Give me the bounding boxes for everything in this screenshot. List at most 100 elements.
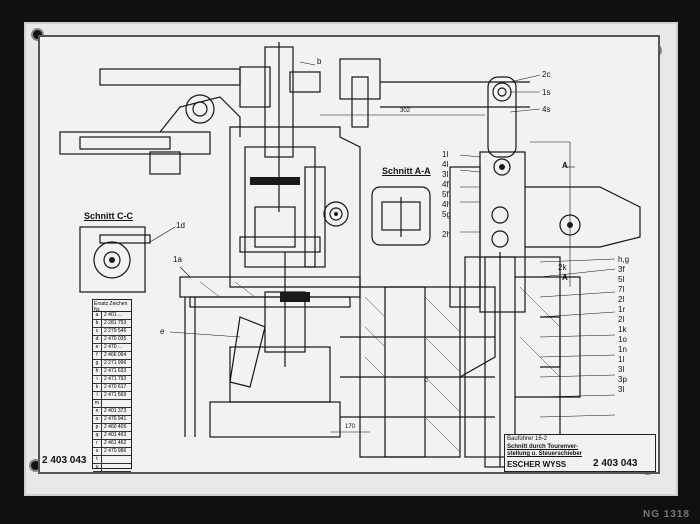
parts-row-key: q	[93, 432, 102, 439]
parts-row-value: 2 401 373	[104, 408, 127, 414]
parts-row-key: d	[93, 336, 102, 343]
title-block: Bauführer 16-2 Schnitt durch Tourenver- …	[504, 434, 656, 472]
parts-row-key: r	[93, 440, 102, 447]
section-marker-bottom: A	[562, 273, 568, 282]
callout-1k: 1k	[618, 325, 627, 334]
parts-row-key: s	[93, 448, 102, 455]
callout-1n: 1n	[618, 345, 627, 354]
callout-1l-b: 1l	[618, 355, 625, 364]
callout-7l: 7l	[618, 285, 625, 294]
parts-table-row: u	[93, 464, 131, 472]
title-block-title-1: Schnitt durch Tourenver-	[507, 444, 579, 450]
callout-2c: 2c	[542, 70, 551, 79]
callout-3l: 3l	[442, 170, 449, 179]
parts-row-key: u	[93, 464, 102, 471]
parts-row-key: m	[93, 400, 102, 407]
callout-1d: 1d	[176, 221, 185, 230]
dimension-302: 302	[400, 108, 411, 114]
parts-table-header: Ersatz Zeichen Nr.	[93, 300, 131, 312]
parts-row-key: a	[93, 312, 102, 319]
parts-row-key: g	[93, 360, 102, 367]
section-marker-top: A	[562, 161, 568, 170]
parts-row-value: 2 470 ...	[104, 344, 123, 350]
callout-5l: 5l	[618, 275, 625, 284]
parts-row-value: 2 471 793	[104, 376, 127, 382]
callout-4f: 4f	[442, 180, 449, 189]
drawing-number-left: 2 403 043	[42, 455, 87, 466]
callout-1o: 1o	[618, 335, 627, 344]
parts-row-key: i	[93, 376, 102, 383]
callout-3l-c: 3l	[618, 385, 625, 394]
section-cc-title: Schnitt C-C	[84, 211, 133, 221]
parts-row-key: o	[93, 416, 102, 423]
callout-4l: 4l	[442, 160, 449, 169]
edge-mark: NG 1318	[642, 509, 690, 520]
callout-3l-b: 3l	[618, 365, 625, 374]
callout-1s: 1s	[542, 88, 551, 97]
callout-2l-b: 2l	[618, 315, 625, 324]
callout-e: e	[160, 327, 165, 336]
parts-row-value	[102, 472, 104, 474]
parts-table-row: m	[93, 400, 131, 408]
dimension-170: 170	[345, 424, 356, 430]
parts-row-value	[102, 400, 104, 407]
parts-row-key: h	[93, 368, 102, 375]
technical-drawing: Schnitt C-C Schnitt A-A A A 302 170 b 1d…	[38, 35, 660, 474]
parts-row-value: 2 470 617	[104, 384, 127, 390]
parts-row-key: l	[93, 392, 102, 399]
callout-1a: 1a	[173, 255, 182, 264]
parts-row-value: 2 279 546	[104, 328, 127, 334]
parts-row-key: t	[93, 456, 102, 463]
drawing-linework	[59, 42, 641, 468]
callout-2l-a: 2l	[618, 295, 625, 304]
parts-row-key: e	[93, 344, 102, 351]
parts-row-key: c	[93, 328, 102, 335]
parts-row-value: 2 401 463	[104, 432, 127, 438]
parts-row-value: 2 401 ...	[104, 312, 123, 318]
title-block-company: ESCHER WYSS	[507, 460, 567, 469]
section-aa-title: Schnitt A-A	[382, 166, 431, 176]
parts-row-value	[102, 464, 104, 471]
parts-row-value: 2 460 405	[104, 424, 127, 430]
parts-row-value: 2 476 941	[104, 416, 127, 422]
parts-row-key: f	[93, 352, 102, 359]
callout-b: b	[317, 57, 322, 66]
parts-row-key: k	[93, 384, 102, 391]
title-block-number: 2 403 043	[593, 458, 638, 469]
parts-row-value: 2 471 633	[104, 368, 127, 374]
parts-row-key: p	[93, 424, 102, 431]
parts-row-value: 2 470 035	[104, 336, 127, 342]
parts-row-key: v	[93, 472, 102, 474]
parts-row-key: n	[93, 408, 102, 415]
title-block-order: Bauführer 16-2	[507, 436, 548, 442]
callout-5g: 5g	[442, 210, 451, 219]
parts-row-value: 2 466 064	[104, 352, 127, 358]
parts-table-row: t	[93, 456, 131, 464]
parts-row-key: b	[93, 320, 102, 327]
parts-row-value: 2 470 986	[104, 448, 127, 454]
callout-c: c	[424, 375, 428, 384]
callout-3f: 3f	[618, 265, 625, 274]
callout-5f: 5f	[442, 190, 449, 199]
parts-row-value: 2 281 753	[104, 320, 127, 326]
parts-table-row: v	[93, 472, 131, 474]
callout-4s: 4s	[542, 105, 551, 114]
